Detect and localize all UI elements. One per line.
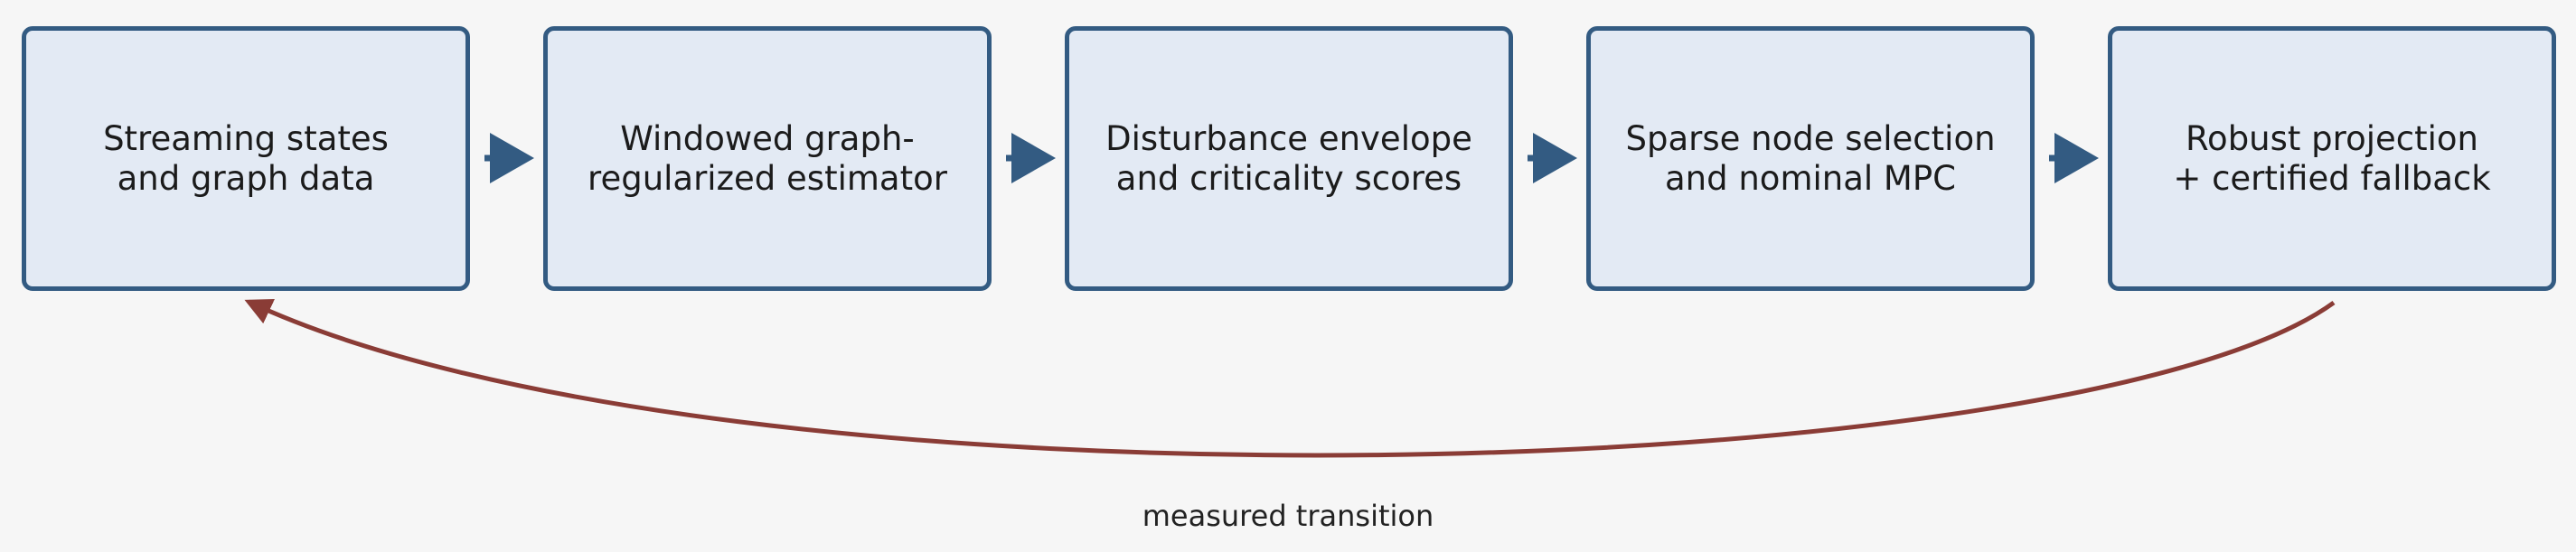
feedback-arrow [244,298,2336,458]
stage-label: Disturbance envelope and criticality sco… [1105,118,1472,198]
feedback-label: measured transition [1142,499,1434,533]
stage-disturbance-envelope: Disturbance envelope and criticality sco… [1065,26,1513,291]
stage-node-selection-mpc: Sparse node selection and nominal MPC [1586,26,2035,291]
stage-robust-projection: Robust projection + certified fallback [2108,26,2556,291]
stage-streaming-data: Streaming states and graph data [22,26,470,291]
stage-label: Streaming states and graph data [103,118,389,198]
stage-label: Robust projection + certified fallback [2173,118,2491,198]
stage-graph-estimator: Windowed graph- regularized estimator [543,26,992,291]
stage-label: Windowed graph- regularized estimator [588,118,947,198]
stage-label: Sparse node selection and nominal MPC [1625,118,1996,198]
